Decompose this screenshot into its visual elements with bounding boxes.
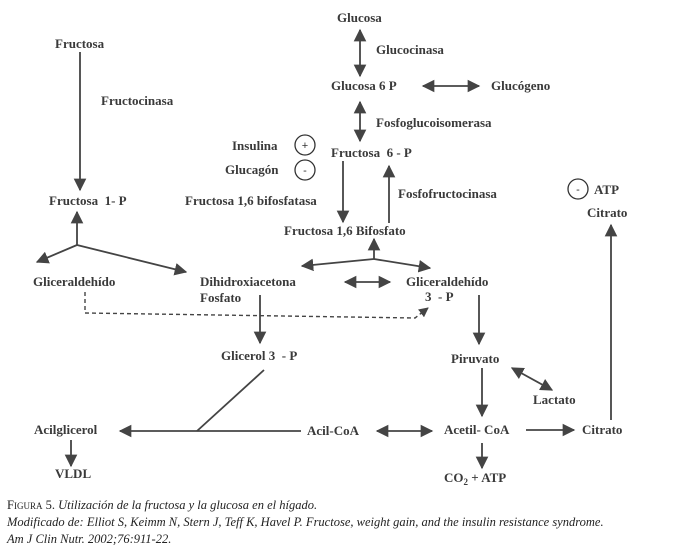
node-glucosa: Glucosa — [337, 10, 382, 25]
arrow-split-dihidroxiacetona — [76, 244, 188, 276]
node-vldl: VLDL — [55, 466, 91, 481]
node-citrato-top: Citrato — [587, 205, 627, 220]
enzyme-fosfoglucoisomerasa: Fosfoglucoisomerasa — [376, 115, 492, 130]
node-acilglicerol: Acilglicerol — [34, 422, 98, 437]
node-acil-coa: Acil-CoA — [307, 423, 360, 438]
node-co2-atp: CO2 + ATP — [444, 470, 506, 487]
glucagon-symbol: - — [303, 165, 307, 177]
minus-circle-icon — [567, 178, 589, 200]
node-acetil-coa: Acetil- CoA — [444, 422, 510, 437]
minus-circle-icon — [294, 159, 316, 181]
enzyme-glucocinasa: Glucocinasa — [376, 42, 444, 57]
enzyme-fructosa-16-bifosfatasa: Fructosa 1,6 bifosfatasa — [185, 193, 317, 208]
node-citrato: Citrato — [582, 422, 622, 437]
node-dihidroxiacetona-fosfato-line1: Dihidroxiacetona — [200, 274, 296, 289]
node-gliceraldehido-3p-line1: Gliceraldehído — [406, 274, 488, 289]
metabolic-pathway-diagram: Glucosa Glucocinasa Glucosa 6 P Glucógen… — [33, 10, 627, 487]
atp-inhibition-symbol: - — [576, 184, 580, 196]
figure-title: Utilización de la fructosa y la glucosa … — [54, 498, 318, 512]
node-fructosa: Fructosa — [55, 36, 105, 51]
arrow-split-g3p — [373, 258, 432, 273]
dashed-arrow-gliceraldehido-g3p — [84, 292, 429, 319]
node-fructosa-16-bifosfato: Fructosa 1,6 Bifosfato — [284, 223, 406, 238]
regulator-insulina: Insulina — [232, 138, 278, 153]
node-fructosa-1p: Fructosa 1- P — [49, 193, 127, 208]
arrow-split-dhap — [300, 258, 375, 272]
arrow-split-gliceraldehido — [35, 244, 78, 264]
node-glucogeno: Glucógeno — [491, 78, 550, 93]
regulator-atp: ATP — [594, 182, 619, 197]
node-lactato: Lactato — [533, 392, 576, 407]
node-glucosa-6p: Glucosa 6 P — [331, 78, 397, 93]
insulina-symbol: + — [302, 140, 308, 152]
node-piruvato: Piruvato — [451, 351, 499, 366]
regulator-glucagon: Glucagón — [225, 162, 279, 177]
node-gliceraldehido: Gliceraldehído — [33, 274, 115, 289]
line-glicerol3p-junction — [196, 369, 265, 432]
node-gliceraldehido-3p-line2: 3 - P — [425, 289, 454, 304]
enzyme-fosfofructocinasa: Fosfofructocinasa — [398, 186, 497, 201]
caption-source-line2: Am J Clin Nutr. 2002;76:911-22. — [7, 532, 172, 546]
caption-source-line1: Modificado de: Elliot S, Keimm N, Stern … — [7, 515, 604, 529]
caption-title-line: Figura 5. Utilización de la fructosa y l… — [7, 497, 673, 514]
node-fructosa-6p: Fructosa 6 - P — [331, 145, 412, 160]
figure-label: Figura 5. — [7, 498, 55, 512]
node-dihidroxiacetona-fosfato-line2: Fosfato — [200, 290, 241, 305]
figure-caption: Figura 5. Utilización de la fructosa y l… — [7, 497, 673, 548]
plus-circle-icon — [294, 134, 316, 156]
node-glicerol-3p: Glicerol 3 - P — [221, 348, 297, 363]
arrow-piruvato-lactato — [510, 367, 554, 391]
enzyme-fructocinasa: Fructocinasa — [101, 93, 174, 108]
